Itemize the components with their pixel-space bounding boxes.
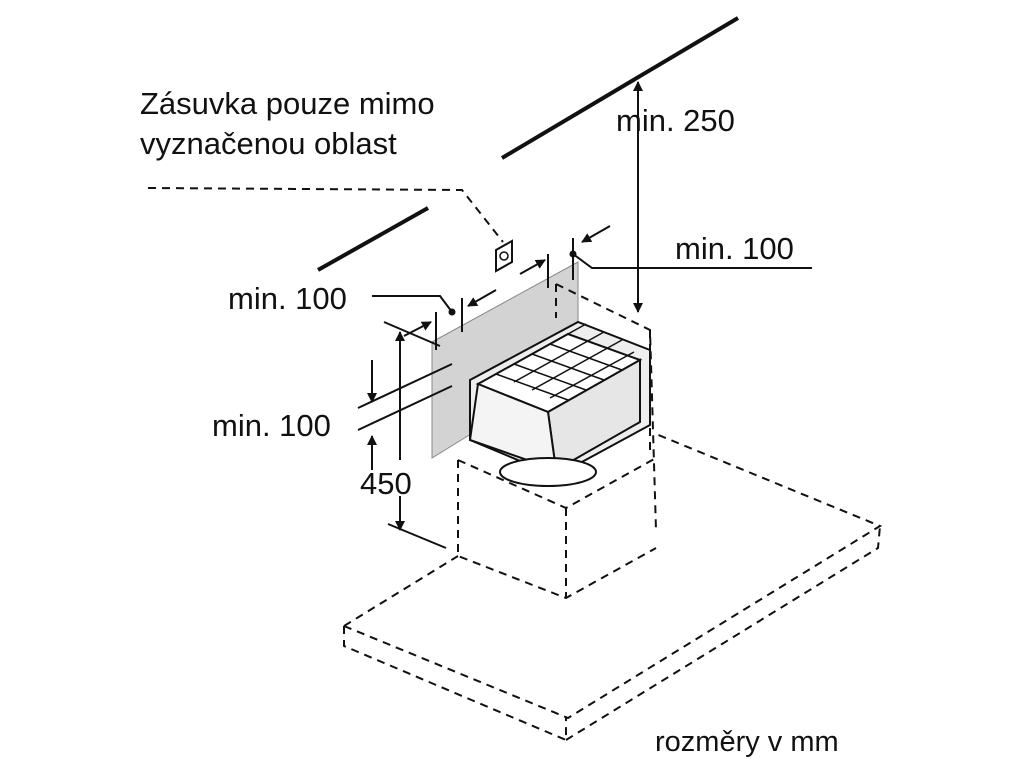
ceiling-line-left — [317, 206, 429, 272]
left-clearance-dimension — [372, 289, 497, 350]
right-clearance-label: min. 100 — [675, 231, 794, 266]
right-clearance-dimension — [519, 225, 812, 288]
left-clearance-label: min. 100 — [228, 281, 347, 316]
top-clearance-label: min. 250 — [616, 103, 735, 138]
ceiling-line — [500, 16, 740, 160]
hood-canopy — [343, 433, 883, 742]
socket-note-line-1: Zásuvka pouze mimo — [140, 86, 435, 121]
note-leader-line — [147, 187, 504, 243]
front-clearance-label: min. 100 — [212, 408, 331, 443]
socket-icon — [495, 239, 513, 273]
socket-note-line-2: vyznačenou oblast — [140, 126, 397, 161]
filter-module — [468, 320, 651, 487]
units-label: rozměry v mm — [655, 726, 839, 758]
height-450-label: 450 — [360, 466, 412, 501]
front-clearance-dimension — [357, 360, 453, 470]
lower-duct-box — [457, 457, 657, 600]
height-450-dimension — [383, 321, 447, 549]
